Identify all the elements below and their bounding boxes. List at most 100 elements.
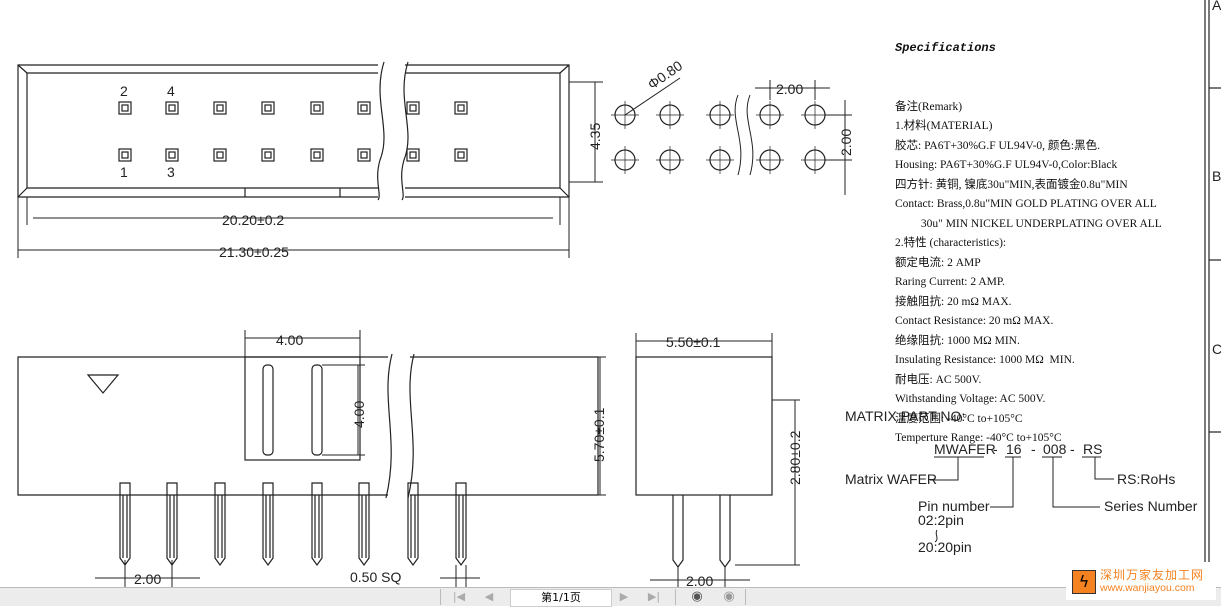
dimension-label: Φ0.80 bbox=[645, 57, 686, 92]
dimension-label: 2.00 bbox=[776, 81, 803, 97]
pin-square bbox=[357, 148, 371, 162]
pin-square-inner bbox=[168, 104, 176, 112]
spec-line: 1.材料(MATERIAL) bbox=[895, 120, 993, 132]
spec-line: 30u" MIN NICKEL UNDERPLATING OVER ALL bbox=[895, 217, 1162, 230]
pin-square bbox=[165, 148, 179, 162]
pin-label: 1 bbox=[120, 164, 128, 180]
pin-side bbox=[262, 482, 274, 567]
pin-square-inner bbox=[409, 151, 417, 159]
pin-side bbox=[214, 482, 226, 567]
forward-icon[interactable]: ◉ bbox=[723, 589, 735, 604]
pin-number-label: Pin number bbox=[918, 498, 990, 514]
pin-square bbox=[213, 148, 227, 162]
pin-square-inner bbox=[360, 104, 368, 112]
spec-line: Raring Current: 2 AMP. bbox=[895, 276, 1005, 288]
spec-line: 耐电压: AC 500V. bbox=[895, 373, 982, 386]
spec-line: 绝缘阻抗: 1000 MΩ MIN. bbox=[895, 334, 1020, 347]
dimension-label: 2.00 bbox=[838, 129, 854, 156]
dimension-label: 4.00 bbox=[276, 332, 303, 348]
dimension-label: 21.30±0.25 bbox=[219, 244, 289, 260]
specifications-title: Specifications bbox=[895, 41, 996, 55]
pin-square bbox=[118, 148, 132, 162]
next-page-icon[interactable]: ▶ bbox=[619, 590, 629, 603]
spec-line: 接触阻抗: 20 mΩ MAX. bbox=[895, 295, 1012, 308]
part-code: MWAFER bbox=[934, 441, 996, 457]
pin-square-inner bbox=[457, 104, 465, 112]
spec-line: Contact: Brass,0.8u"MIN GOLD PLATING OVE… bbox=[895, 198, 1157, 210]
dimension-label: 2.80±0.2 bbox=[787, 430, 803, 485]
pin-square-inner bbox=[216, 151, 224, 159]
pin-square-inner bbox=[264, 151, 272, 159]
spec-line: 2.特性 (characteristics): bbox=[895, 237, 1007, 249]
pin-side bbox=[407, 482, 419, 567]
top-view: 2 4 1 3 20.20±0.2 21.30±0.25 4.35 bbox=[17, 61, 603, 260]
dimension-label: 0.50 SQ bbox=[350, 569, 401, 585]
pin-square-inner bbox=[121, 104, 129, 112]
spec-line: 温度范围: -40°C to+105°C bbox=[895, 412, 1023, 425]
pin-square bbox=[454, 148, 468, 162]
last-page-icon[interactable]: ▶| bbox=[647, 590, 661, 603]
dimension-label: 2.00 bbox=[134, 571, 161, 587]
watermark-url: www.wanjiayou.com bbox=[1100, 582, 1195, 594]
technical-drawing: A B C 2 4 1 3 20.20±0.2 21.30±0.25 4.35 … bbox=[17, 0, 1221, 587]
pin-square bbox=[357, 101, 371, 115]
pin-side bbox=[166, 482, 178, 567]
pin-square-inner bbox=[121, 151, 129, 159]
spec-line: Contact Resistance: 20 mΩ MAX. bbox=[895, 315, 1054, 327]
pin-square-inner bbox=[168, 151, 176, 159]
hole-pattern: Φ0.80 2.00 2.00 bbox=[611, 57, 854, 195]
pin-label: 2 bbox=[120, 83, 128, 99]
hole-centerline bbox=[706, 101, 734, 129]
dimension-label: 20.20±0.2 bbox=[222, 212, 284, 228]
matrix-wafer-label: Matrix WAFER bbox=[845, 471, 937, 487]
spec-line: Temperture Range: -40°C to+105°C bbox=[895, 432, 1062, 444]
hole-centerline bbox=[656, 146, 684, 174]
page-indicator[interactable]: 第1/1页 bbox=[510, 589, 612, 607]
dimension-label: 4.35 bbox=[587, 123, 603, 150]
hole-centerline bbox=[801, 146, 829, 174]
rohs-label: RS:RoHs bbox=[1117, 471, 1175, 487]
pin-square bbox=[454, 101, 468, 115]
hole-centerline bbox=[756, 146, 784, 174]
specifications-panel: Specifications 备注(Remark)1.材料(MATERIAL)胶… bbox=[895, 0, 1200, 468]
pin-square bbox=[165, 101, 179, 115]
series-number-label: Series Number bbox=[1104, 498, 1198, 514]
hole-centerline bbox=[656, 101, 684, 129]
side-view: 5.50±0.1 2.80±0.2 2.00 bbox=[635, 333, 803, 587]
border-letter: C bbox=[1212, 341, 1221, 357]
pin-square bbox=[213, 101, 227, 115]
previous-page-icon[interactable]: ◀ bbox=[484, 590, 494, 603]
pin-square-inner bbox=[216, 104, 224, 112]
pin-range-label: 20:20pin bbox=[918, 539, 972, 555]
part-number-diagram: MATRIX PART NO: MWAFER - 16 - 008 - RS M… bbox=[845, 408, 1198, 555]
dimension-label: 5.50±0.1 bbox=[666, 334, 721, 350]
part-code: 16 bbox=[1006, 441, 1022, 457]
hole-centerline bbox=[611, 146, 639, 174]
dimension-label: 4.00 bbox=[351, 401, 367, 428]
dimension-label: 5.70±0.1 bbox=[591, 407, 607, 462]
drawing-frame: A B C bbox=[1204, 0, 1221, 587]
pin-square bbox=[406, 101, 420, 115]
pin-label: 3 bbox=[167, 164, 175, 180]
part-code: 008 bbox=[1043, 441, 1067, 457]
spec-line: 四方针: 黄铜, 镍底30u"MIN,表面镀金0.8u"MIN bbox=[895, 178, 1128, 191]
pin-square bbox=[118, 101, 132, 115]
border-letter: A bbox=[1212, 0, 1221, 13]
pin-side bbox=[358, 482, 370, 567]
back-icon[interactable]: ◉ bbox=[691, 589, 703, 604]
pin-square bbox=[310, 148, 324, 162]
first-page-icon[interactable]: |◀ bbox=[452, 590, 466, 603]
pin-square bbox=[310, 101, 324, 115]
pin-square-inner bbox=[409, 104, 417, 112]
lightning-logo-icon: ϟ bbox=[1072, 570, 1096, 594]
front-view: 4.00 4.00 5.70±0.1 2.00 0.50 SQ bbox=[17, 330, 607, 587]
part-code: - bbox=[1031, 441, 1036, 457]
watermark-logo: ϟ 深圳万家友加工网 www.wanjiayou.com bbox=[1066, 562, 1216, 600]
hole-centerline bbox=[801, 101, 829, 129]
pin-square-inner bbox=[313, 151, 321, 159]
pin-label: 4 bbox=[167, 83, 175, 99]
part-no-heading: MATRIX PART NO: bbox=[845, 408, 965, 424]
pin-square-inner bbox=[457, 151, 465, 159]
spec-line: Withstanding Voltage: AC 500V. bbox=[895, 393, 1046, 405]
spec-line: 备注(Remark) bbox=[895, 100, 963, 113]
